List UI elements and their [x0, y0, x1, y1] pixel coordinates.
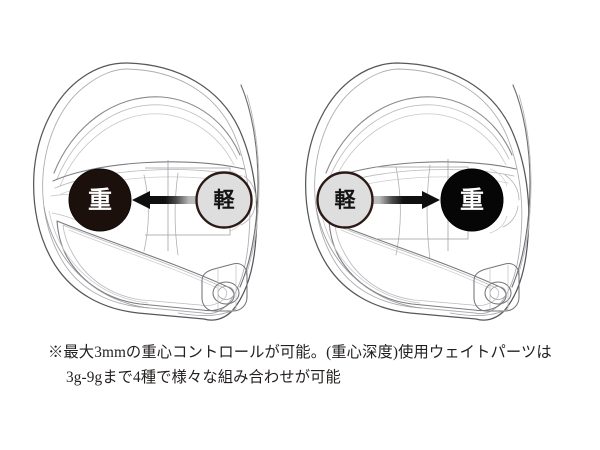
diagram-area: 重 軽: [28, 55, 570, 321]
caption-line-1: ※最大3mmの重心コントロールが可能。(重心深度)使用ウェイトパーツは: [48, 344, 552, 361]
weight-marker-light-right[interactable]: 軽: [316, 171, 374, 229]
weight-shift-arrow-left: [132, 191, 224, 209]
weight-marker-heavy-right[interactable]: 重: [440, 168, 504, 232]
weight-label-light-right: 軽: [335, 188, 357, 212]
weight-shift-arrow-right: [348, 191, 440, 209]
weight-label-heavy-right: 重: [460, 186, 484, 214]
club-outline-left: [33, 62, 260, 321]
caption-block: ※最大3mmの重心コントロールが可能。(重心深度)使用ウェイトパーツは 3g-9…: [48, 340, 578, 390]
weight-marker-light-left[interactable]: 軽: [195, 171, 253, 229]
weight-label-light-left: 軽: [214, 188, 236, 212]
caption-line-2: 3g-9gまで4種で様々な組み合わせが可能: [66, 369, 341, 386]
club-head-right: 軽 重: [300, 55, 570, 321]
club-head-left: 重 軽: [28, 55, 298, 321]
weight-label-heavy-left: 重: [88, 186, 112, 214]
weight-marker-heavy-left[interactable]: 重: [68, 168, 132, 232]
